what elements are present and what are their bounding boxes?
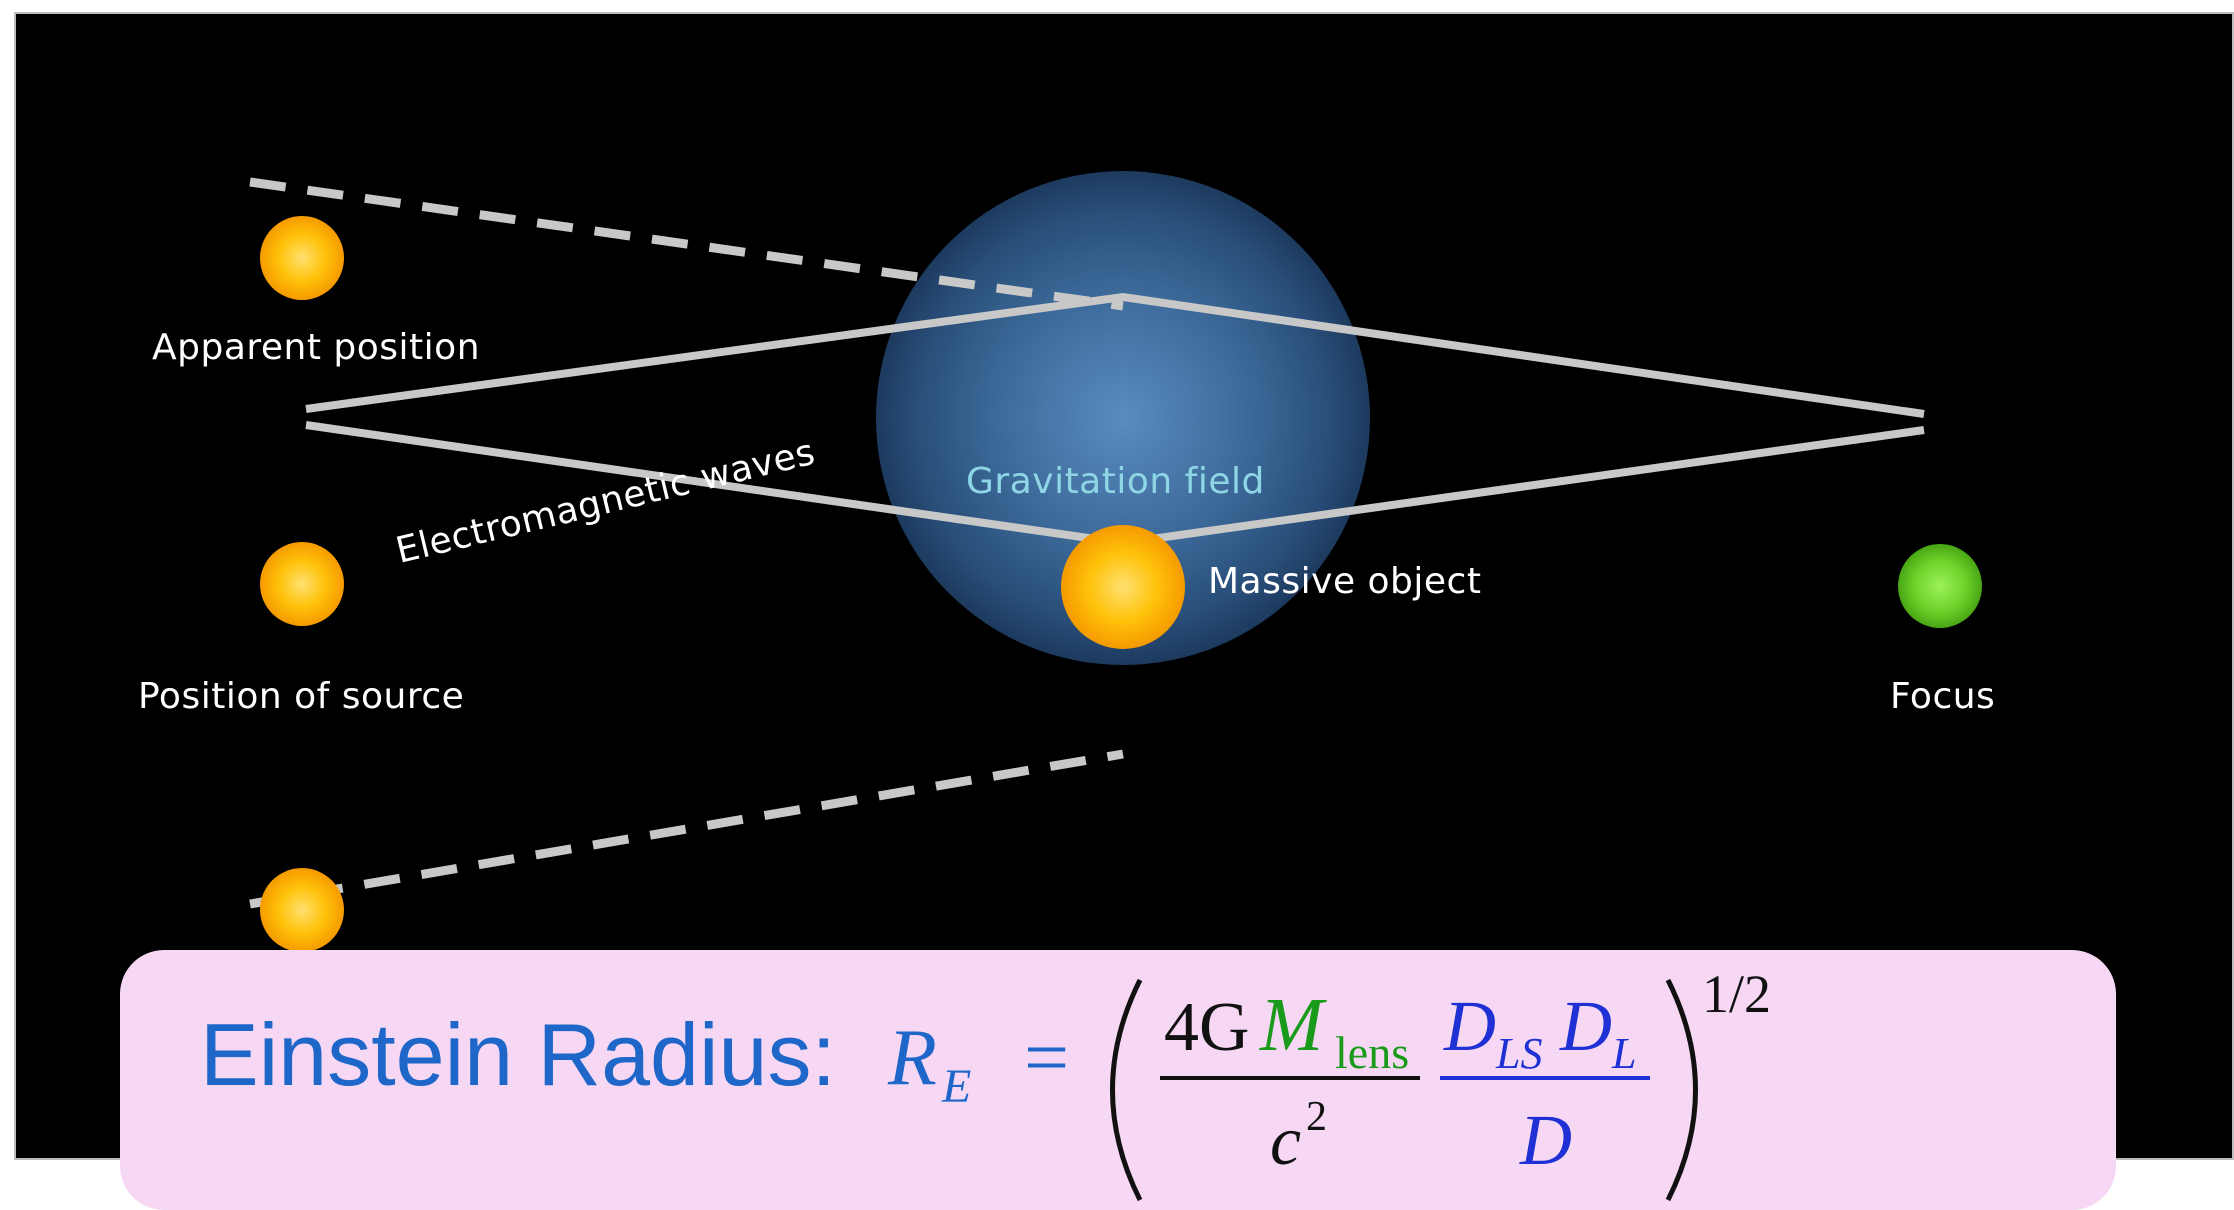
mass-subscript: lens — [1335, 1027, 1409, 1078]
apparent-ray-bottom — [249, 749, 1124, 909]
left-paren — [1110, 978, 1143, 1202]
apparent-position-label: Apparent position — [152, 327, 481, 368]
einstein-radius-formula-box: Einstein Radius: R E = 4G M lens c 2 D L… — [120, 950, 2116, 1210]
light-ray-upper — [305, 292, 1925, 418]
distance-denominator: D — [1519, 1100, 1572, 1180]
lhs-symbol: R — [887, 1014, 937, 1102]
distance-dls-sub: LS — [1495, 1029, 1542, 1078]
position-of-source-label: Position of source — [138, 676, 465, 717]
denominator: c — [1270, 1103, 1301, 1180]
gravitational-lensing-diagram — [249, 171, 1982, 952]
distance-dl-sub: L — [1611, 1029, 1636, 1078]
formula-label: Einstein Radius: — [200, 1005, 836, 1104]
einstein-radius-equation: R E = 4G M lens c 2 D LS D L D 1/2 — [887, 964, 1771, 1202]
source-star-icon — [260, 542, 344, 626]
gravitation-field-label: Gravitation field — [966, 461, 1265, 502]
numerator-coefficient: 4G — [1164, 989, 1250, 1066]
lhs-subscript: E — [941, 1060, 971, 1113]
right-paren — [1665, 978, 1698, 1202]
massive-object-icon — [1061, 525, 1185, 649]
exponent: 1/2 — [1702, 964, 1771, 1024]
denominator-power: 2 — [1306, 1094, 1327, 1140]
distance-dls: D — [1443, 986, 1496, 1066]
apparent-ray-top — [249, 177, 1124, 311]
mass-symbol: M — [1259, 983, 1327, 1067]
gravitation-field-glow — [876, 171, 1370, 665]
apparent-image-bottom-icon — [260, 868, 344, 952]
apparent-image-top-icon — [260, 216, 344, 300]
equals-sign: = — [1024, 1014, 1069, 1102]
massive-object-label: Massive object — [1208, 561, 1482, 602]
focus-observer-icon — [1898, 544, 1982, 628]
focus-label: Focus — [1890, 676, 1996, 717]
distance-dl: D — [1559, 986, 1612, 1066]
